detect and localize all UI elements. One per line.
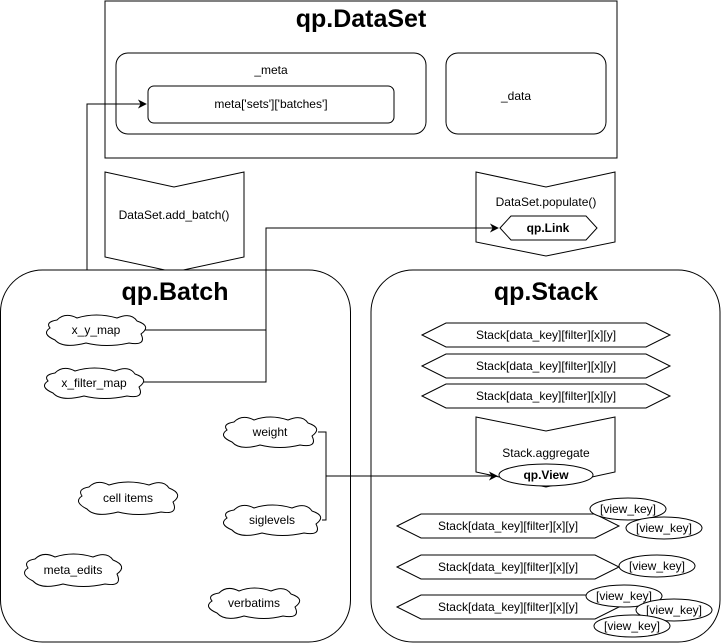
view-key: [view_key] <box>625 516 703 540</box>
batch-item-label: siglevels <box>249 513 295 527</box>
view-key: [view_key] <box>635 598 713 622</box>
link-label: qp.Link <box>527 221 570 235</box>
meta-label: _meta <box>253 63 288 77</box>
batch-item-3: cell items <box>77 481 179 515</box>
stack-row-1: Stack[data_key][filter][x][y] <box>420 353 672 379</box>
view-key-label: [view_key] <box>596 589 652 603</box>
batch-item-label: verbatims <box>228 596 280 610</box>
edge-siglevels-to-view <box>322 476 327 521</box>
meta-key-label: meta['sets']['batches'] <box>214 97 327 111</box>
view-key: [view_key] <box>585 584 663 608</box>
batch-item-4: siglevels <box>222 504 322 536</box>
batch-item-label: weight <box>252 425 288 439</box>
batch-box: qp.Batch <box>0 269 351 643</box>
dataset-title: qp.DataSet <box>296 5 427 33</box>
edges <box>86 99 499 521</box>
view-row-label: Stack[data_key][filter][x][y] <box>438 560 578 574</box>
add-batch-label: DataSet.add_batch() <box>119 208 230 222</box>
populate-step: DataSet.populate() <box>475 171 616 257</box>
data-container: _data <box>445 52 607 135</box>
view-row-label: Stack[data_key][filter][x][y] <box>438 519 578 533</box>
batch-item-label: x_y_map <box>72 323 121 337</box>
batch-title: qp.Batch <box>122 278 229 306</box>
view-row-2: Stack[data_key][filter][x][y][view_key][… <box>395 584 713 638</box>
batch-item-label: x_filter_map <box>61 376 127 390</box>
meta-key-box: meta['sets']['batches'] <box>147 85 395 124</box>
view-key: [view_key] <box>589 497 667 521</box>
batch-item-label: cell items <box>103 491 153 505</box>
view-key-label: [view_key] <box>604 619 660 633</box>
view-node: qp.View <box>498 463 594 487</box>
view-row-label: Stack[data_key][filter][x][y] <box>438 600 578 614</box>
data-label: _data <box>500 89 531 103</box>
view-key-label: [view_key] <box>629 559 685 573</box>
add-batch-step: DataSet.add_batch() <box>104 171 245 273</box>
view-row-1: Stack[data_key][filter][x][y] [view_key] <box>395 554 696 580</box>
edge-batch-to-meta <box>86 99 147 270</box>
view-key: [view_key] <box>618 554 696 578</box>
view-key-label: [view_key] <box>636 521 692 535</box>
edge-xymap-to-link <box>145 223 499 331</box>
edge-weight-to-view <box>318 431 498 481</box>
view-key-label: [view_key] <box>646 603 702 617</box>
batch-item-0: x_y_map <box>45 314 147 346</box>
stack-row-0: Stack[data_key][filter][x][y] <box>420 322 672 348</box>
view-key: [view_key] <box>593 614 671 638</box>
populate-label: DataSet.populate() <box>496 195 597 209</box>
batch-item-6: verbatims <box>207 587 301 619</box>
stack-row-label: Stack[data_key][filter][x][y] <box>476 389 616 403</box>
aggregate-label: Stack.aggregate <box>502 446 590 460</box>
link-node: qp.Link <box>499 215 598 241</box>
batch-item-label: meta_edits <box>44 563 103 577</box>
view-row-0: Stack[data_key][filter][x][y] [view_key] [… <box>395 497 703 540</box>
stack-row-label: Stack[data_key][filter][x][y] <box>476 359 616 373</box>
batch-item-1: x_filter_map <box>43 367 145 399</box>
stack-row-2: Stack[data_key][filter][x][y] <box>420 383 672 409</box>
edge-xfilter-to-link <box>143 330 267 383</box>
batch-item-2: weight <box>222 416 318 448</box>
stack-title: qp.Stack <box>494 278 598 306</box>
stack-row-label: Stack[data_key][filter][x][y] <box>476 328 616 342</box>
view-key-label: [view_key] <box>600 502 656 516</box>
view-label: qp.View <box>523 468 569 482</box>
batch-item-5: meta_edits <box>23 553 123 587</box>
